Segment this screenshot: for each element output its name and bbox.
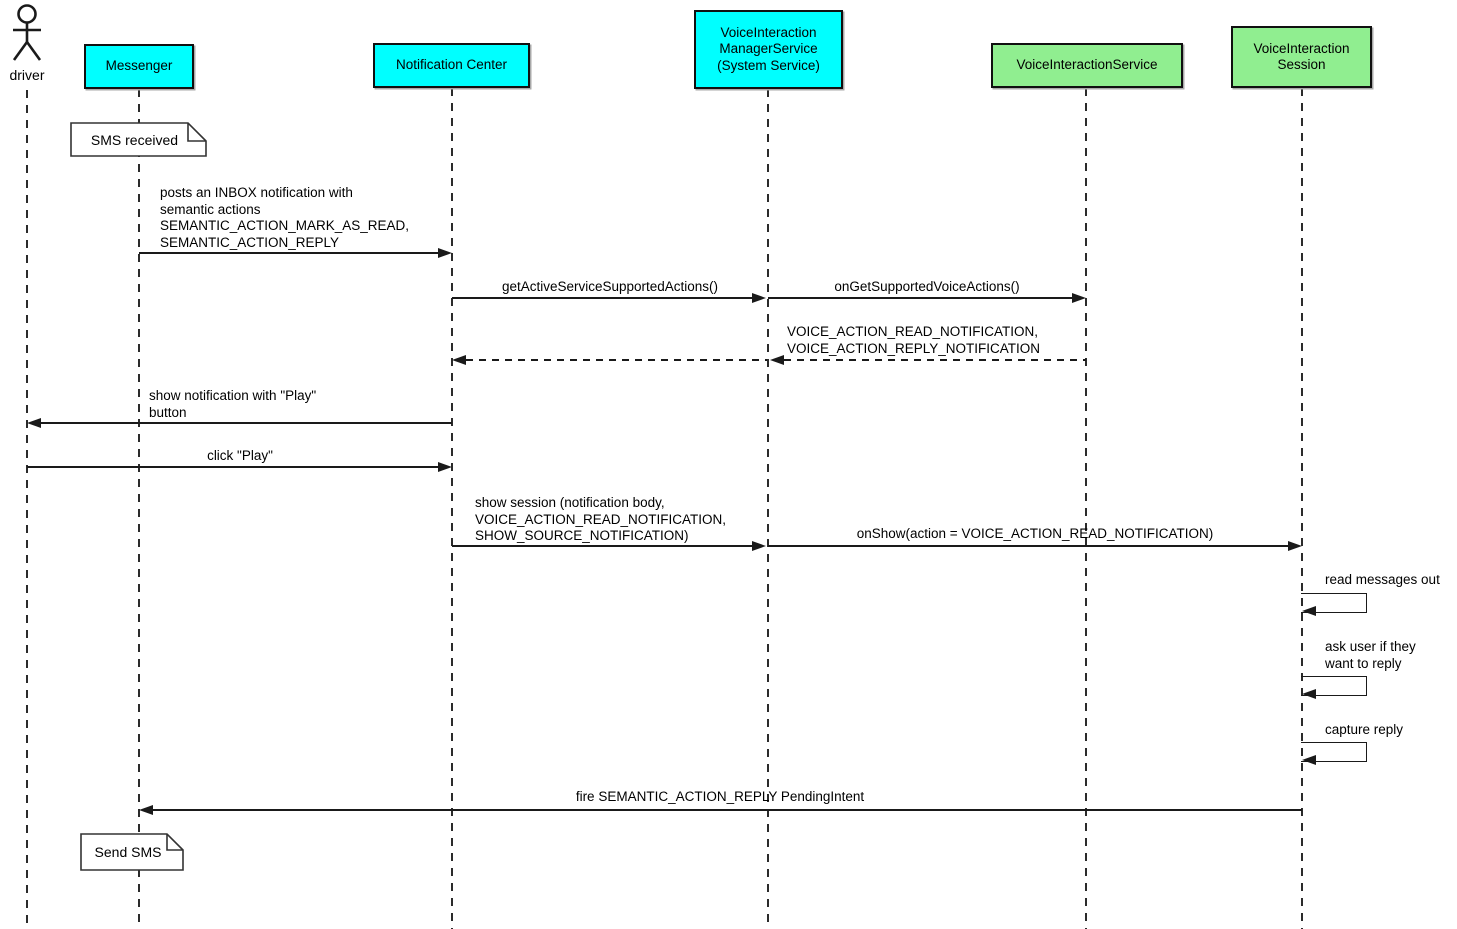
arrowhead-right-icon	[438, 462, 452, 472]
message-line	[27, 466, 438, 468]
lifeline-voiceinteractionsession	[1301, 88, 1303, 929]
lifeline-notification-center	[451, 88, 453, 929]
arrowhead-right-icon	[752, 541, 766, 551]
message-line	[768, 545, 1288, 547]
participant-voiceinteraction-session: VoiceInteraction Session	[1231, 26, 1372, 88]
message-label-fire-semantic-action-reply: fire SEMANTIC_ACTION_REPLY PendingIntent	[575, 789, 865, 804]
arrowhead-left-icon	[452, 355, 466, 365]
arrowhead-right-icon	[1072, 293, 1086, 303]
note-sms-received-text: SMS received	[90, 131, 179, 148]
actor-icon	[12, 4, 42, 61]
arrowhead-right-icon	[1288, 541, 1302, 551]
message-line	[41, 422, 452, 424]
participant-notification-center: Notification Center	[373, 43, 530, 88]
arrowhead-left-icon	[770, 355, 784, 365]
note-send-sms-text: Send SMS	[94, 844, 162, 860]
participant-messenger-label: Messenger	[105, 58, 173, 74]
self-message-loop	[1301, 593, 1367, 613]
arrowhead-left-icon	[27, 418, 41, 428]
lifeline-driver	[26, 90, 28, 929]
message-line-dashed	[466, 359, 767, 361]
arrowhead-left-icon	[1302, 689, 1316, 699]
message-label-voice-action-return: VOICE_ACTION_READ_NOTIFICATION, VOICE_AC…	[787, 324, 1041, 356]
arrowhead-left-icon	[1302, 755, 1316, 765]
note-sms-received: SMS received	[70, 122, 207, 157]
message-line	[452, 545, 752, 547]
note-shape	[70, 122, 207, 157]
message-line	[452, 297, 752, 299]
message-label-click-play: click "Play"	[207, 448, 273, 463]
lifeline-messenger	[138, 89, 140, 929]
lifeline-voiceinteractionservice	[1085, 88, 1087, 929]
arrowhead-right-icon	[438, 248, 452, 258]
arrowhead-left-icon	[1302, 606, 1316, 616]
participant-voiceinteractionservice-label: VoiceInteractionService	[1016, 57, 1158, 73]
message-line-dashed	[784, 359, 1086, 361]
message-label-capture-reply: capture reply	[1325, 722, 1404, 737]
participant-voiceinteractionservice: VoiceInteractionService	[991, 43, 1183, 88]
message-label-show-session: show session (notification body, VOICE_A…	[475, 495, 727, 543]
message-label-ask-user-reply: ask user if they want to reply	[1325, 639, 1416, 671]
message-line	[139, 252, 438, 254]
self-message-loop	[1301, 676, 1367, 696]
message-label-get-active-service-supported-actions: getActiveServiceSupportedActions()	[501, 279, 719, 294]
message-line	[153, 809, 1302, 811]
participant-messenger: Messenger	[84, 44, 194, 89]
message-label-read-messages-out: read messages out	[1325, 572, 1440, 587]
lifeline-voiceinteraction-managerservice	[767, 89, 769, 929]
message-label-on-show: onShow(action = VOICE_ACTION_READ_NOTIFI…	[856, 526, 1214, 541]
message-label-posts-inbox-notification: posts an INBOX notification with semanti…	[160, 185, 410, 250]
self-message-loop	[1301, 742, 1367, 762]
message-label-show-notification-play: show notification with "Play" button	[149, 388, 317, 420]
actor-label: driver	[9, 67, 45, 83]
note-send-sms: Send SMS	[80, 833, 184, 871]
message-line	[768, 297, 1072, 299]
message-label-on-get-supported-voice-actions: onGetSupportedVoiceActions()	[834, 279, 1020, 294]
participant-voiceinteraction-managerservice: VoiceInteraction ManagerService (System …	[694, 10, 843, 89]
arrowhead-left-icon	[139, 805, 153, 815]
participant-notification-center-label: Notification Center	[395, 57, 508, 73]
participant-voiceinteraction-managerservice-label: VoiceInteraction ManagerService (System …	[717, 24, 820, 73]
note-shape	[80, 833, 184, 871]
arrowhead-right-icon	[752, 293, 766, 303]
participant-voiceinteraction-session-label: VoiceInteraction Session	[1253, 40, 1350, 73]
